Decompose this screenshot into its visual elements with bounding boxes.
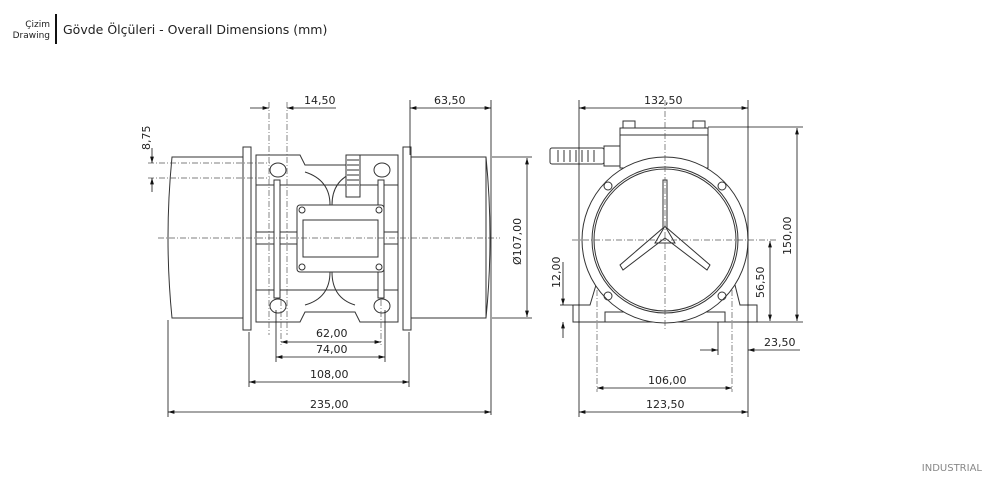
cable-gland <box>345 154 361 198</box>
dim-center-height: 56,50 <box>754 267 767 299</box>
page-title: Gövde Ölçüleri - Overall Dimensions (mm) <box>63 22 328 37</box>
dim-inner-74: 74,00 <box>316 343 348 356</box>
dim-diameter: Ø107,00 <box>511 218 524 265</box>
left-cylinder <box>167 156 249 319</box>
dim-inner-62: 62,00 <box>316 327 348 340</box>
front-view <box>549 100 778 392</box>
side-view <box>148 102 500 345</box>
dim-flange-108: 108,00 <box>310 368 349 381</box>
dim-height: 150,00 <box>781 217 794 256</box>
dim-foot-height: 12,00 <box>550 257 563 289</box>
terminal-box <box>296 204 385 273</box>
weight-cover-star <box>619 179 711 271</box>
dim-bolt-vertical: 8,75 <box>140 126 153 151</box>
side-view-dimensions: 14,50 63,50 Ø107,00 8,75 62,00 74,00 108… <box>140 94 532 417</box>
right-flange <box>402 146 412 331</box>
dim-base-width: 123,50 <box>646 398 685 411</box>
dim-bolt-spacing: 106,00 <box>648 374 687 387</box>
label-tr: Çizim <box>25 20 50 30</box>
frame <box>255 154 399 323</box>
dim-width: 132,50 <box>644 94 683 107</box>
dim-foot-width: 23,50 <box>764 336 796 349</box>
dim-end-length: 63,50 <box>434 94 466 107</box>
left-flange <box>242 146 252 331</box>
right-cylinder <box>409 156 491 319</box>
header-divider <box>55 14 57 44</box>
brand-footer: INDUSTRIAL <box>921 463 982 474</box>
dim-overall-235: 235,00 <box>310 398 349 411</box>
label-en: Drawing <box>12 31 50 41</box>
drawing-label: Çizim Drawing <box>10 20 50 42</box>
front-view-dimensions: 132,50 150,00 56,50 12,00 23,50 106,00 1… <box>550 94 803 417</box>
dim-bolt-offset: 14,50 <box>304 94 336 107</box>
